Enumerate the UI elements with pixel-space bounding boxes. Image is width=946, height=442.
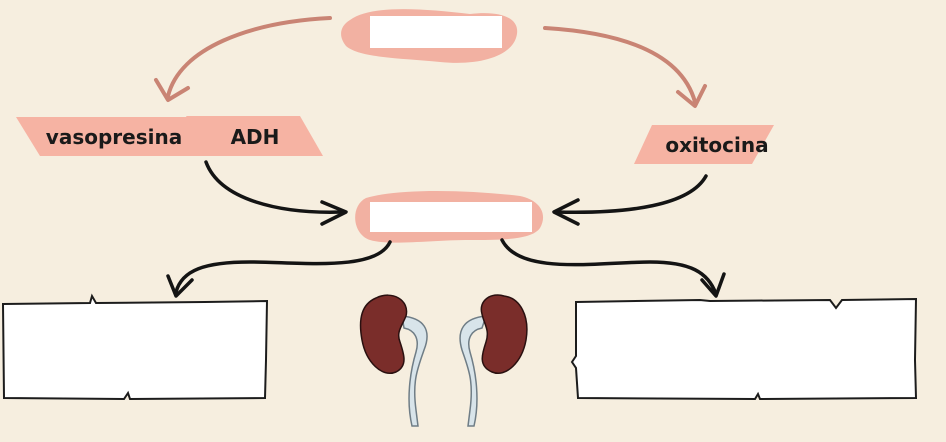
- left-answer-box: [1, 293, 269, 401]
- adh-label: ADH: [231, 125, 280, 149]
- oxitocina-label: oxitocina: [665, 133, 768, 157]
- top-node: [341, 9, 518, 63]
- middle-node: [355, 191, 544, 243]
- top-blank-label: [370, 16, 502, 48]
- rose-arrow-right: [543, 26, 707, 108]
- middle-blank-label: [370, 202, 532, 232]
- kidneys-icon: [359, 294, 528, 427]
- tag-adh: ADH: [186, 116, 323, 156]
- right-kidney: [480, 294, 528, 374]
- left-ureter: [401, 315, 428, 427]
- black-arrow-to-right-box: [500, 238, 726, 298]
- left-kidney: [359, 294, 408, 374]
- rose-arrow-left: [154, 16, 332, 102]
- right-answer-box: [570, 297, 918, 401]
- black-arrow-from-right: [552, 174, 708, 226]
- black-arrow-to-left-box: [166, 240, 392, 298]
- vasopresina-label: vasopresina: [46, 125, 182, 149]
- tag-oxitocina: oxitocina: [634, 125, 774, 164]
- right-ureter: [459, 315, 488, 427]
- black-arrow-from-left: [204, 160, 348, 226]
- tag-vasopresina: vasopresina: [16, 117, 213, 156]
